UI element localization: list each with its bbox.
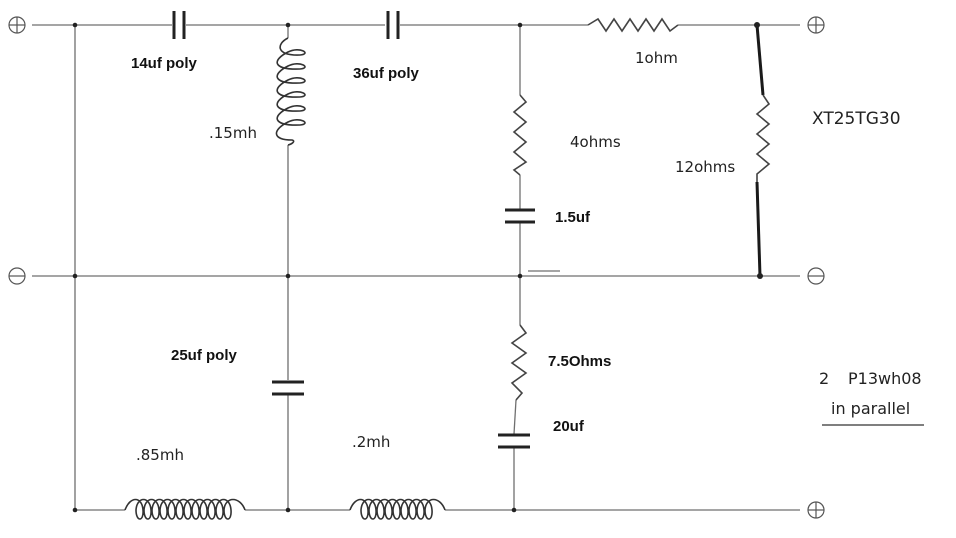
terminal-input-positive-symbol (8, 16, 26, 34)
resistor-4ohms (512, 94, 528, 176)
label-woofer-note: in parallel (831, 399, 910, 418)
label-res-12ohms: 12ohms (675, 158, 735, 176)
label-tweeter-model: XT25TG30 (812, 109, 901, 129)
resistor-1ohm (587, 17, 679, 33)
label-ind-02mh: .2mh (352, 433, 390, 451)
junction-dots (72, 22, 763, 513)
terminal-woofer-positive-symbol (807, 501, 825, 519)
label-res-4ohms: 4ohms (570, 133, 621, 151)
inductor-02mh (349, 498, 446, 520)
capacitor-14uf (172, 11, 186, 39)
inductor-015mh (275, 37, 306, 146)
label-cap-14uf: 14uf poly (131, 55, 198, 72)
label-woofer-count: 2 (819, 369, 829, 388)
inductor-085mh (124, 498, 246, 520)
terminal-tweeter-positive-symbol (807, 16, 825, 34)
label-cap-36uf: 36uf poly (353, 65, 420, 82)
label-cap-1-5uf: 1.5uf (555, 209, 591, 226)
capacitor-36uf (386, 11, 400, 39)
terminal-tweeter-negative-symbol (807, 267, 825, 285)
resistor-7-5ohms (510, 324, 528, 401)
label-cap-20uf: 20uf (553, 418, 585, 435)
capacitor-25uf (272, 380, 304, 396)
label-res-1ohm: 1ohm (635, 49, 678, 67)
capacitor-1-5uf (505, 208, 535, 224)
capacitor-20uf (498, 433, 530, 449)
label-cap-25uf: 25uf poly (171, 347, 238, 364)
wires (32, 24, 800, 511)
label-ind-015mh: .15mh (209, 124, 257, 142)
label-woofer-model: P13wh08 (848, 369, 922, 388)
label-ind-085mh: .85mh (136, 446, 184, 464)
resistor-12ohms (755, 94, 771, 182)
label-res-7-5ohms: 7.5Ohms (548, 353, 611, 370)
terminal-input-negative-symbol (8, 267, 26, 285)
